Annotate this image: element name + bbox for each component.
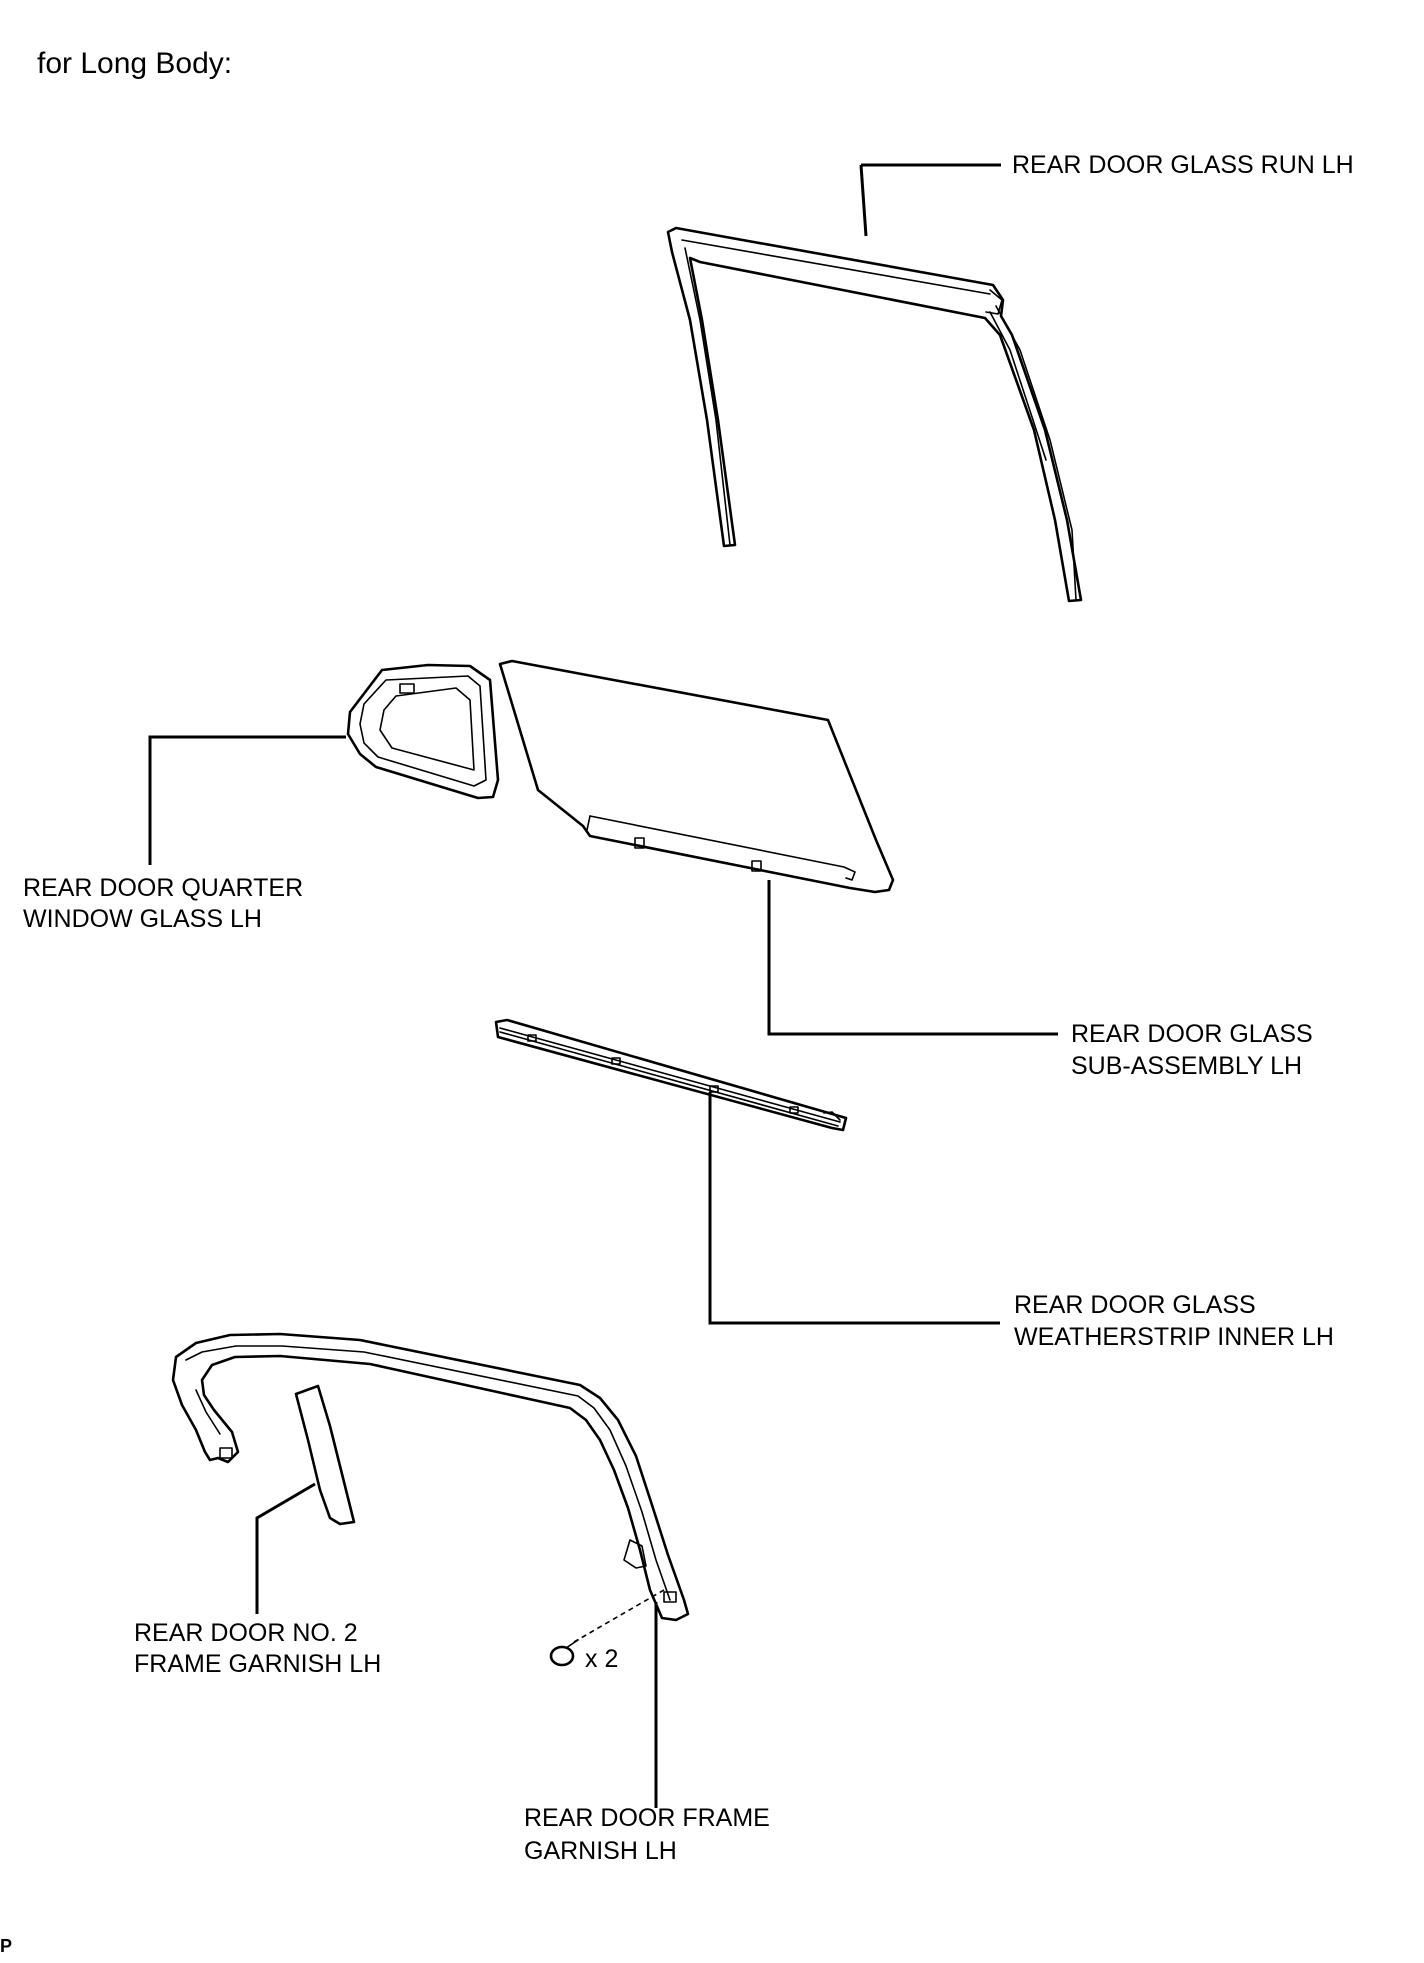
label-clip-count: x 2 [585,1645,619,1673]
label-glass-run: REAR DOOR GLASS RUN LH [1012,151,1354,179]
label-frame-garnish-line1: REAR DOOR FRAME [524,1804,770,1832]
leader-no2-garnish [255,1482,316,1614]
corner-mark: P [0,1936,13,1956]
leader-glass-run [859,164,868,237]
quarter-window-glass-part [346,663,500,800]
leader-weatherstrip [708,1092,1000,1325]
label-quarter-glass-line2: WINDOW GLASS LH [23,905,262,933]
label-no2-garnish-line1: REAR DOOR NO. 2 [134,1619,358,1647]
leader-lines [148,163,1058,1808]
label-weatherstrip-line2: WEATHERSTRIP INNER LH [1014,1323,1334,1351]
label-no2-garnish-line2: FRAME GARNISH LH [134,1650,382,1678]
label-frame-garnish-line2: GARNISH LH [524,1837,677,1865]
door-glass-part [498,659,895,894]
page-heading: for Long Body: [37,47,233,80]
weatherstrip-inner-part [494,1018,848,1132]
label-glass-sub-line1: REAR DOOR GLASS [1071,1020,1313,1048]
clip-part [549,1589,665,1667]
leader-quarter-glass [148,735,346,865]
label-quarter-glass-line1: REAR DOOR QUARTER [23,874,304,902]
leader-glass-sub [767,880,1058,1036]
no2-frame-garnish-part [294,1384,356,1526]
frame-garnish-part [171,1332,690,1622]
label-weatherstrip-line1: REAR DOOR GLASS [1014,1291,1256,1319]
glass-run-part [666,226,1083,603]
label-glass-sub-line2: SUB-ASSEMBLY LH [1071,1052,1303,1080]
